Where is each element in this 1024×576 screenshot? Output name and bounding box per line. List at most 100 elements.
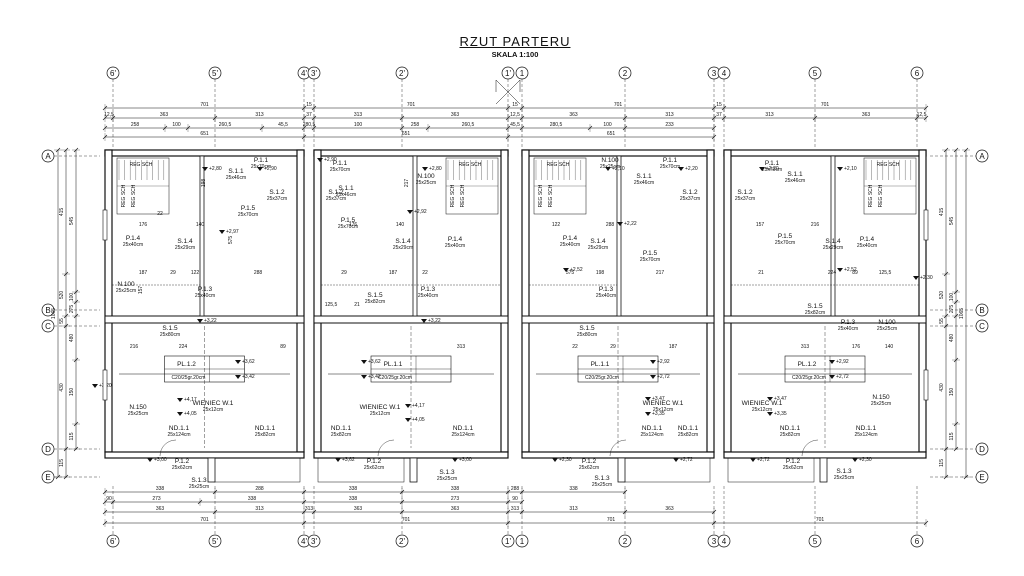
level-marker bbox=[421, 319, 427, 323]
dim-bot-4-value: 701 bbox=[607, 517, 616, 523]
grid-label-bottom: 5 bbox=[813, 537, 818, 546]
inner-dimension: 288 bbox=[606, 222, 615, 228]
label-p12-size: 25x62cm bbox=[579, 465, 599, 471]
label-p15-size: 25x70cm bbox=[775, 240, 795, 246]
level-marker bbox=[92, 384, 98, 388]
label-p14: P.1.4 bbox=[448, 236, 463, 243]
label-p14-size: 25x40cm bbox=[445, 243, 465, 249]
inner-dimension: 575 bbox=[566, 270, 575, 276]
level-u1_c: +3,22 bbox=[204, 318, 217, 324]
inner-dimension: 198 bbox=[201, 179, 207, 188]
label-p15: P.1.5 bbox=[341, 217, 356, 224]
inner-dimension: 140 bbox=[196, 222, 205, 228]
inner-dimension: 313 bbox=[801, 344, 810, 350]
dim-left-b-value: 275 bbox=[69, 305, 75, 314]
level-marker bbox=[405, 418, 411, 422]
grid-bubble-bottom bbox=[307, 534, 321, 548]
dim-top-3-value: 260,5 bbox=[219, 122, 232, 128]
grid-label-bottom: 5' bbox=[212, 537, 218, 546]
wall-right bbox=[500, 149, 509, 453]
inner-dimension: 89 bbox=[852, 270, 858, 276]
label-nd11-size: 25x82cm bbox=[331, 432, 351, 438]
level-marker bbox=[202, 167, 208, 171]
label-wieniec-size: 25x12cm bbox=[752, 407, 772, 413]
wall-partition bbox=[199, 155, 205, 317]
level-marker bbox=[829, 375, 835, 379]
level-marker bbox=[235, 360, 241, 364]
label-n100-size: 25x25cm bbox=[116, 288, 136, 294]
dim-bot-2-value: 90 bbox=[512, 496, 518, 502]
grid-label-top: 3' bbox=[311, 69, 317, 78]
slab-spec: C20/25 bbox=[171, 375, 187, 381]
dim-bot-2-value: 90 bbox=[106, 496, 112, 502]
level-u4_g: +3,35 bbox=[774, 411, 787, 417]
level-marker bbox=[317, 158, 323, 162]
label-nd11-size: 25x82cm bbox=[780, 432, 800, 438]
dim-right-b-value: 545 bbox=[949, 217, 955, 226]
grid-bubble-bottom bbox=[717, 534, 731, 548]
dim-top-2-value: 363 bbox=[160, 112, 169, 118]
dim-bot-1-value: 338 bbox=[569, 486, 578, 492]
label-n100: N.100 bbox=[417, 173, 435, 180]
label-p11-size: 25x70cm bbox=[330, 167, 350, 173]
label-nd11-size: 25x124cm bbox=[640, 432, 663, 438]
label-p13-size: 25x40cm bbox=[418, 293, 438, 299]
label-s12: S.1.2 bbox=[737, 189, 753, 196]
inner-dimension: 224 bbox=[828, 270, 837, 276]
label-s12-size: 25x37cm bbox=[326, 196, 346, 202]
label-n150-size: 25x25cm bbox=[871, 401, 891, 407]
label-nd11: ND.1.1 bbox=[453, 425, 474, 432]
label-p12: P.1.2 bbox=[367, 458, 382, 465]
grid-bubble-bottom bbox=[106, 534, 120, 548]
dim-top-2-value: 37 bbox=[716, 112, 722, 118]
grid-bubble-bottom bbox=[808, 534, 822, 548]
dim-left-b-value: 480 bbox=[69, 334, 75, 343]
inner-dimension: 89 bbox=[280, 344, 286, 350]
wall-right bbox=[296, 149, 305, 453]
level-marker bbox=[650, 360, 656, 364]
inner-dimension: 187 bbox=[389, 270, 398, 276]
grid-label-top: 4' bbox=[301, 69, 307, 78]
label-s15-size: 25x80cm bbox=[160, 332, 180, 338]
dim-top-2-value: 363 bbox=[862, 112, 871, 118]
label-s13: S.1.3 bbox=[439, 469, 455, 476]
dim-bot-3-value: 313 bbox=[569, 506, 578, 512]
label-p12-size: 25x62cm bbox=[783, 465, 803, 471]
dim-top-3-value: 233 bbox=[665, 122, 674, 128]
label-nd11: ND.1.1 bbox=[642, 425, 663, 432]
dim-right-b-value: 275 bbox=[949, 305, 955, 314]
dim-right-a-value: 520 bbox=[939, 291, 945, 300]
inner-dimension: 217 bbox=[404, 179, 410, 188]
label-n100: N.100 bbox=[878, 319, 896, 326]
wall-top bbox=[313, 149, 509, 157]
label-nd11: ND.1.1 bbox=[255, 425, 276, 432]
level-marker bbox=[678, 167, 684, 171]
axis-cross bbox=[495, 79, 521, 105]
label-p12: P.1.2 bbox=[786, 458, 801, 465]
level-u2_b: +2,80 bbox=[429, 166, 442, 172]
dim-left-a-value: 55 bbox=[59, 318, 65, 324]
label-p15: P.1.5 bbox=[643, 250, 658, 257]
grid-label-row: B bbox=[45, 306, 50, 315]
label-s15-size: 25x82cm bbox=[805, 310, 825, 316]
level-marker bbox=[407, 210, 413, 214]
wall-left bbox=[723, 149, 732, 453]
wall-right bbox=[706, 149, 715, 453]
dim-left-b-value: 545 bbox=[69, 217, 75, 226]
stair-label-v: REG SCH bbox=[450, 184, 456, 207]
dim-bot-3-value: 313 bbox=[305, 506, 314, 512]
level-marker bbox=[257, 167, 263, 171]
label-s13: S.1.3 bbox=[594, 475, 610, 482]
dim-right-c-value: 1065 bbox=[959, 308, 965, 319]
grid-label-bottom: 4' bbox=[301, 537, 307, 546]
label-s15: S.1.5 bbox=[367, 292, 383, 299]
porch-column bbox=[617, 457, 626, 483]
label-p13: P.1.3 bbox=[421, 286, 436, 293]
dim-top-2-value: 313 bbox=[354, 112, 363, 118]
inner-dimension: 122 bbox=[552, 222, 561, 228]
grid-label-top: 6' bbox=[110, 69, 116, 78]
dim-top-3-value: 45,5 bbox=[510, 122, 520, 128]
level-u2_e: +3,42 bbox=[368, 374, 381, 380]
